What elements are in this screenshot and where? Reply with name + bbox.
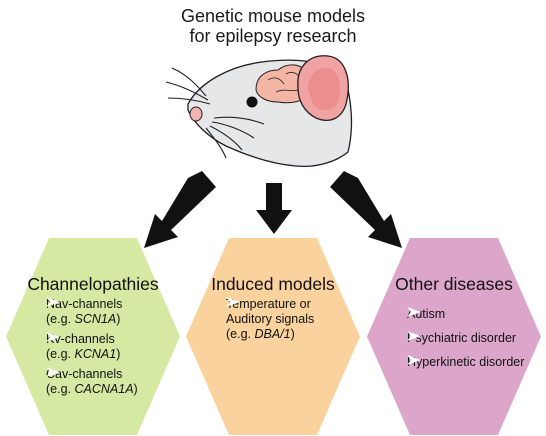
- category-induced-models: Induced models Temperature or Auditory s…: [185, 237, 361, 436]
- list-item: Kv-channels (e.g. KCNA1): [46, 332, 120, 362]
- arrow-left: [144, 171, 216, 248]
- arrow-center: [256, 183, 292, 234]
- item-line-1: Kv-channels: [46, 332, 115, 346]
- item-line-3: (e.g. DBA/1): [226, 327, 295, 341]
- item-line-2: (e.g. KCNA1): [46, 347, 121, 361]
- chevron-right-icon: [46, 297, 60, 307]
- item-line-1: Hyperkinetic disorder: [407, 355, 525, 369]
- item-line-1: Cav-channels: [46, 367, 123, 381]
- chevron-right-icon: [407, 307, 421, 317]
- mouse-ear-inner: [308, 67, 340, 111]
- item-line-1: Psychiatric disorder: [407, 331, 517, 345]
- gene-name: CACNA1A: [74, 382, 134, 396]
- brain-fold-1: [267, 77, 285, 85]
- hexagon-shape: [6, 238, 180, 435]
- category-title: Induced models: [211, 274, 335, 294]
- item-line-1: Nav-channels: [46, 297, 123, 311]
- item-line-2: (e.g. CACNA1A): [46, 382, 138, 396]
- hexagon-shape: [186, 238, 360, 435]
- item-line-1: Temperature or: [226, 297, 311, 311]
- list-item: Temperature or Auditory signals (e.g. DB…: [226, 297, 314, 342]
- chevron-right-icon: [226, 297, 240, 307]
- mouse-whiskers: [165, 67, 265, 159]
- list-item: Autism: [407, 307, 445, 322]
- mouse-eye: [246, 96, 258, 108]
- hexagon-shape: [367, 238, 541, 435]
- brain-fold-3: [275, 89, 299, 93]
- arrow-right: [330, 171, 402, 248]
- chevron-right-icon: [46, 332, 60, 342]
- gene-name: SCN1A: [74, 312, 117, 326]
- item-line-2: Auditory signals: [226, 312, 315, 326]
- category-title: Other diseases: [395, 274, 513, 294]
- mouse-nose: [189, 106, 203, 122]
- gene-name: DBA/1: [254, 327, 291, 341]
- category-channelopathies: Channelopathies Nav-channels (e.g. SCN1A…: [5, 237, 181, 436]
- category-title: Channelopathies: [27, 274, 159, 294]
- title-line-1: Genetic mouse models: [180, 6, 366, 26]
- list-item: Nav-channels (e.g. SCN1A): [46, 297, 122, 327]
- chevron-right-icon: [407, 355, 421, 365]
- gene-name: KCNA1: [74, 347, 117, 361]
- chevron-right-icon: [46, 367, 60, 377]
- list-item: Psychiatric disorder: [407, 331, 516, 346]
- item-line-2: (e.g. SCN1A): [46, 312, 121, 326]
- list-item: Cav-channels (e.g. CACNA1A): [46, 367, 138, 397]
- diagram-title: Genetic mouse models for epilepsy resear…: [150, 6, 396, 46]
- list-item: Hyperkinetic disorder: [407, 355, 524, 370]
- category-other-diseases: Other diseases Autism Psychiatric disord…: [366, 237, 542, 436]
- chevron-right-icon: [407, 331, 421, 341]
- title-line-2: for epilepsy research: [189, 26, 357, 46]
